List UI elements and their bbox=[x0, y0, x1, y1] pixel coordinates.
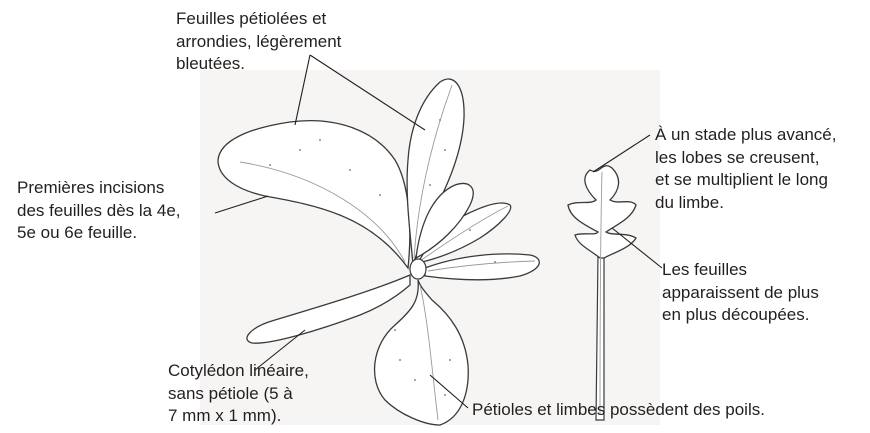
annotation-line: 7 mm x 1 mm). bbox=[168, 405, 309, 428]
annotation-line: Cotylédon linéaire, bbox=[168, 360, 309, 383]
annotation-line: des feuilles dès la 4e, bbox=[17, 200, 181, 223]
annotation-line: Les feuilles bbox=[662, 259, 819, 282]
annotation-cut-leaves: Les feuilles apparaissent de plus en plu… bbox=[662, 259, 819, 327]
annotation-line: Pétioles et limbes possèdent des poils. bbox=[472, 399, 765, 422]
annotation-line: Feuilles pétiolées et bbox=[176, 8, 341, 31]
central-bud bbox=[410, 259, 426, 279]
annotation-line: en plus découpées. bbox=[662, 304, 819, 327]
annotation-advanced-stage: À un stade plus avancé, les lobes se cre… bbox=[655, 124, 836, 214]
annotation-hairs: Pétioles et limbes possèdent des poils. bbox=[472, 399, 765, 422]
annotation-line: apparaissent de plus bbox=[662, 282, 819, 305]
annotation-line: 5e ou 6e feuille. bbox=[17, 222, 181, 245]
annotation-line: Premières incisions bbox=[17, 177, 181, 200]
annotation-cotyledon: Cotylédon linéaire, sans pétiole (5 à 7 … bbox=[168, 360, 309, 428]
annotation-line: sans pétiole (5 à bbox=[168, 383, 309, 406]
annotation-first-incisions: Premières incisions des feuilles dès la … bbox=[17, 177, 181, 245]
annotation-petioles-rounded: Feuilles pétiolées et arrondies, légèrem… bbox=[176, 8, 341, 76]
annotation-line: arrondies, légèrement bbox=[176, 31, 341, 54]
annotation-line: bleutées. bbox=[176, 53, 341, 76]
annotation-line: les lobes se creusent, bbox=[655, 147, 836, 170]
annotation-line: À un stade plus avancé, bbox=[655, 124, 836, 147]
annotation-line: et se multiplient le long bbox=[655, 169, 836, 192]
annotation-line: du limbe. bbox=[655, 192, 836, 215]
